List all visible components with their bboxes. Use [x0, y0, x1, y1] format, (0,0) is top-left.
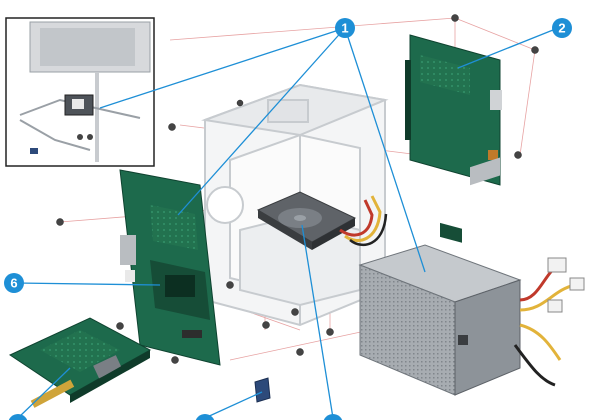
screw — [296, 348, 304, 356]
screw — [262, 321, 270, 329]
formatter-board — [119, 169, 221, 366]
screw — [168, 123, 176, 131]
callout-1: 1 — [335, 18, 355, 38]
callout-6: 6 — [4, 273, 24, 293]
screw — [291, 308, 299, 316]
expansion-board — [405, 34, 502, 243]
screw — [236, 99, 244, 107]
screw — [514, 151, 522, 159]
power-supply-unit — [358, 157, 585, 396]
screw — [451, 14, 459, 22]
callout-partial-bottom-middle — [195, 414, 215, 420]
svg-text:1: 1 — [341, 21, 348, 36]
callout-partial-bottom-left — [8, 414, 28, 420]
screw — [531, 46, 539, 54]
small-module — [254, 377, 271, 403]
screw — [226, 281, 234, 289]
hard-disk-drive — [256, 191, 388, 250]
callout-2: 2 — [552, 18, 572, 38]
screw — [116, 322, 124, 330]
svg-text:6: 6 — [10, 276, 17, 291]
screw — [326, 328, 334, 336]
screws — [56, 14, 539, 364]
svg-text:2: 2 — [558, 21, 565, 36]
leader-lines — [15, 27, 554, 419]
add-in-card — [8, 317, 152, 408]
callout-partial-bottom-right — [323, 414, 343, 420]
inset-detail — [5, 17, 155, 167]
screw — [171, 356, 179, 364]
screw — [56, 218, 64, 226]
